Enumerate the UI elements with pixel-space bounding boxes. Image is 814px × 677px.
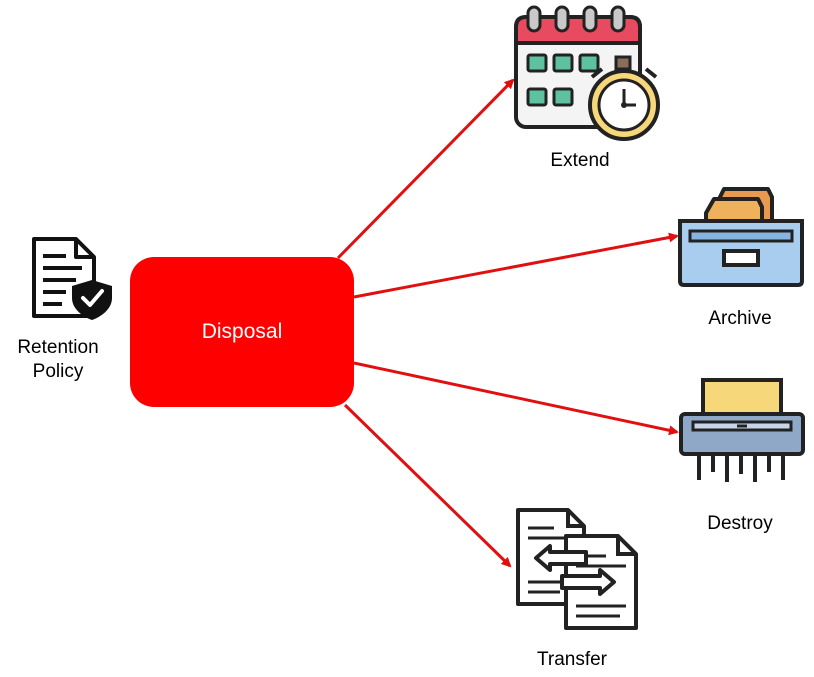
archive-label: Archive <box>708 308 772 329</box>
retention-policy-label: Retention Policy <box>0 336 116 384</box>
retention-label-line1: Retention <box>17 337 99 358</box>
disposal-label: Disposal <box>201 320 283 343</box>
arrow-to-extend <box>336 78 515 260</box>
file-drawer-icon <box>678 187 804 287</box>
extend-label: Extend <box>550 150 610 171</box>
arrow-to-archive <box>353 232 679 299</box>
disposal-node: Disposal <box>130 257 354 407</box>
document-transfer-icon <box>516 508 638 630</box>
document-shield-icon <box>32 237 112 320</box>
destroy-label: Destroy <box>707 513 773 534</box>
shredder-icon <box>679 378 805 482</box>
transfer-label: Transfer <box>536 649 608 670</box>
retention-label-line2: Policy <box>32 361 84 382</box>
calendar-stopwatch-icon <box>514 5 660 141</box>
arrow-to-transfer <box>343 403 512 568</box>
arrow-to-destroy <box>353 361 679 436</box>
